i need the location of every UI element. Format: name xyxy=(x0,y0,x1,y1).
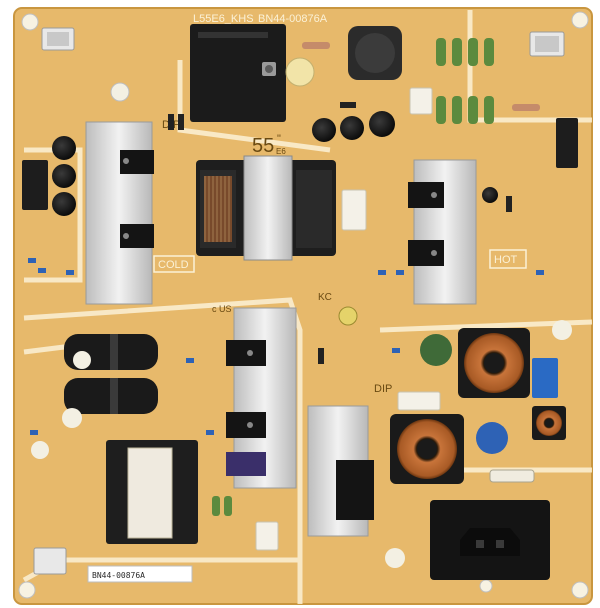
resistor-bank-top xyxy=(302,38,540,124)
model-label: L55E6_KHS xyxy=(193,13,254,25)
toroid-inductor-lower xyxy=(390,414,464,484)
connector-left xyxy=(22,160,48,210)
size-mark: 55 xyxy=(252,135,274,157)
bulk-capacitors xyxy=(62,334,158,428)
standby-transformer xyxy=(106,440,198,544)
part-number-label: BN44-00876A xyxy=(258,13,328,25)
small-smd-parts xyxy=(28,258,544,435)
ac-power-inlet xyxy=(430,500,550,580)
size-mark-sub: E6 xyxy=(276,147,286,156)
cert-label: c US xyxy=(212,304,232,314)
electrolytic-caps-center xyxy=(312,111,395,142)
blue-x-cap xyxy=(532,358,558,398)
connector-right xyxy=(556,118,578,168)
cold-label-box xyxy=(153,255,195,273)
cold-label: COLD xyxy=(158,259,189,271)
kc-label: KC xyxy=(318,292,332,303)
green-disc xyxy=(420,334,452,366)
dip-label-right: DIP xyxy=(374,383,392,395)
connector-cn3 xyxy=(33,547,67,575)
ceramic-block-center xyxy=(341,189,367,231)
fuse xyxy=(489,469,535,483)
electrolytic-caps-left xyxy=(52,136,76,216)
black-transformer-top xyxy=(190,24,286,122)
heatsink-left xyxy=(85,121,153,305)
toroid-small xyxy=(532,406,566,440)
small-diodes xyxy=(168,102,512,364)
main-transformer xyxy=(196,155,336,261)
toroid-inductor-right xyxy=(458,328,530,398)
hot-label: HOT xyxy=(494,254,518,266)
hot-label-box xyxy=(489,249,527,269)
svg-text:BN44-00876A: BN44-00876A xyxy=(92,571,145,580)
blue-disc xyxy=(476,422,508,454)
ceramic-block xyxy=(409,87,433,115)
size-mark-sup: " xyxy=(277,133,281,145)
disc-varistor xyxy=(285,57,315,87)
mounting-holes xyxy=(18,11,589,599)
barcode-sticker: BN44-00876A xyxy=(87,565,193,583)
heatsink-right xyxy=(413,159,477,305)
